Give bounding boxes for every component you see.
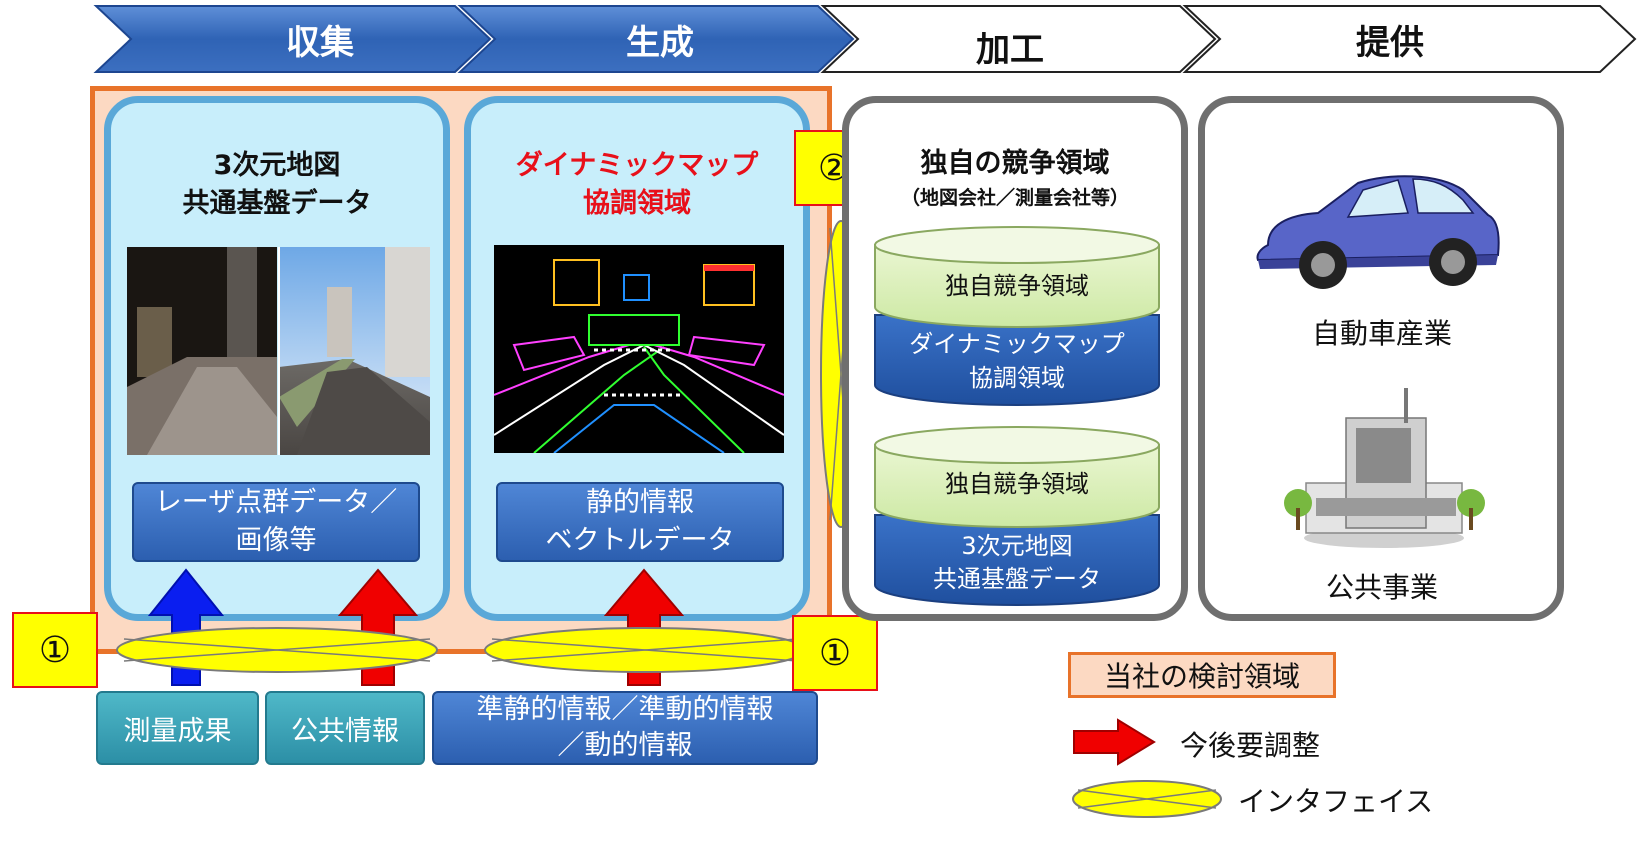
- competition-subtitle: （地図会社／測量会社等）: [900, 187, 1129, 209]
- panel-dynamic-title-1: ダイナミックマップ: [515, 150, 759, 181]
- cylinder1-bottom-label-2: 協調領域: [969, 364, 1065, 392]
- stage-bar: [93, 5, 1637, 73]
- static-button-line-1: 静的情報: [586, 487, 694, 518]
- semi-line-2: ／動的情報: [557, 730, 693, 761]
- laser-button-line-2: 画像等: [235, 525, 317, 556]
- legend-study-area-label: 当社の検討領域: [1103, 660, 1300, 693]
- industry-automotive: 自動車産業: [1311, 317, 1452, 350]
- cylinder-dynamic-map: [874, 226, 1160, 406]
- competition-title: 独自の競争領域: [920, 148, 1110, 179]
- legend-interface-label: インタフェイス: [1238, 785, 1434, 818]
- panel-3d-title-1: 3次元地図: [213, 150, 341, 181]
- stage-label-process: 加工: [976, 30, 1044, 70]
- legend-study-area-box: 当社の検討領域: [1068, 652, 1336, 698]
- stage-chevron-generate: [457, 5, 855, 73]
- point-cloud-photo: [127, 247, 430, 455]
- semi-line-1: 準静的情報／準動的情報: [476, 694, 774, 725]
- panel-3d-title-2: 共通基盤データ: [182, 188, 372, 219]
- industry-public-works: 公共事業: [1325, 571, 1438, 604]
- cylinder1-top-label: 独自競争領域: [945, 272, 1089, 300]
- cylinder1-bottom-label-1: ダイナミックマップ: [909, 330, 1125, 358]
- laser-button-line-1: レーザ点群データ／: [154, 487, 398, 518]
- car-icon: [1256, 175, 1500, 289]
- legend-arrow-icon: [1073, 718, 1156, 766]
- red-up-arrow-left: [337, 568, 419, 686]
- stage-label-generate: 生成: [626, 23, 694, 63]
- stage-label-collect: 収集: [286, 23, 354, 63]
- survey-results-button[interactable]: 測量成果: [96, 691, 259, 765]
- marker-one-right: ①: [792, 615, 878, 691]
- cylinder-3d-map: [874, 426, 1160, 606]
- blue-up-arrow: [147, 568, 225, 686]
- building-icon: [1284, 388, 1485, 548]
- marker-one-left: ①: [12, 612, 98, 688]
- stage-chevron-collect: [93, 5, 492, 73]
- upward-arrows: [147, 568, 685, 686]
- semi-dynamic-info-button[interactable]: 準静的情報／準動的情報 ／動的情報: [432, 691, 818, 765]
- stage-chevron-provide: [1182, 5, 1637, 73]
- stage-label-provide: 提供: [1356, 23, 1424, 63]
- cylinder2-bottom-label-1: 3次元地図: [961, 532, 1073, 560]
- legend-interface-icon: [1072, 780, 1222, 818]
- interface-bottom-left: [116, 627, 438, 673]
- interface-bottom-right: [484, 627, 806, 673]
- laser-point-cloud-button[interactable]: レーザ点群データ／ 画像等: [132, 482, 420, 562]
- cylinder2-bottom-label-2: 共通基盤データ: [933, 565, 1101, 593]
- legend-arrow-label: 今後要調整: [1180, 729, 1321, 762]
- stage-chevron-process: [820, 5, 1217, 73]
- vector-map-image: [494, 245, 784, 453]
- public-info-button[interactable]: 公共情報: [265, 691, 425, 765]
- static-vector-button[interactable]: 静的情報 ベクトルデータ: [496, 482, 784, 562]
- cylinder2-top-label: 独自競争領域: [945, 470, 1089, 498]
- panel-dynamic-title-2: 協調領域: [583, 188, 691, 219]
- static-button-line-2: ベクトルデータ: [545, 525, 735, 556]
